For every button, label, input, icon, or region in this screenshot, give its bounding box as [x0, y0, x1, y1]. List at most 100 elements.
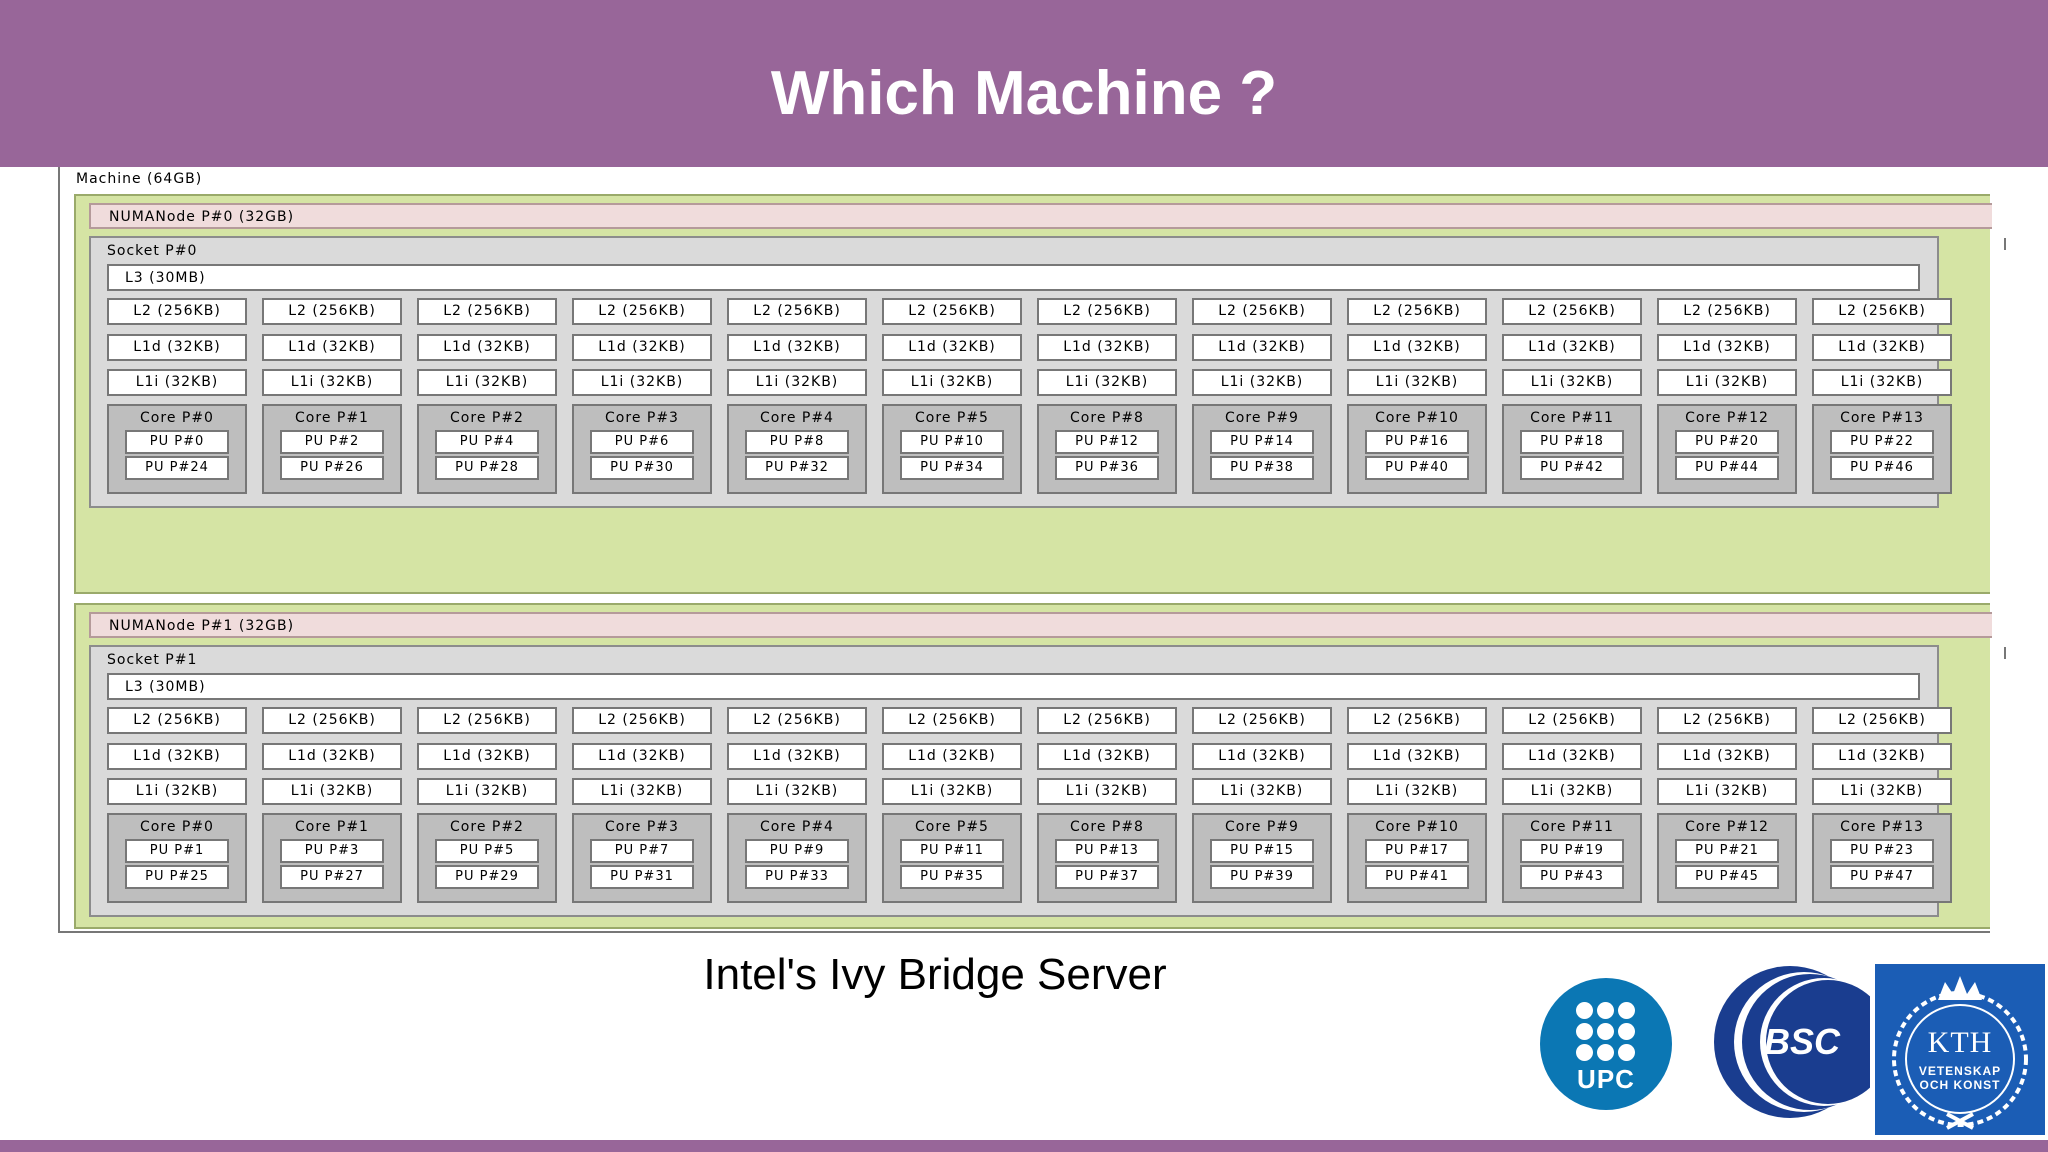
l1d-cache: L1d (32KB)	[1347, 743, 1487, 770]
l2-cache: L2 (256KB)	[1502, 298, 1642, 325]
l2-cache: L2 (256KB)	[417, 707, 557, 734]
l1i-cache: L1i (32KB)	[1657, 369, 1797, 396]
pu-box: PU P#15	[1210, 839, 1314, 863]
l1i-cache: L1i (32KB)	[727, 778, 867, 805]
l1d-cache: L1d (32KB)	[1192, 334, 1332, 361]
pu-box: PU P#22	[1830, 430, 1934, 454]
pu-box: PU P#25	[125, 865, 229, 889]
l1i-cache: L1i (32KB)	[1347, 369, 1487, 396]
pu-box: PU P#37	[1055, 865, 1159, 889]
l1d-cache: L1d (32KB)	[1037, 743, 1177, 770]
pu-box: PU P#24	[125, 456, 229, 480]
machine-label: Machine (64GB)	[76, 171, 203, 187]
pu-box: PU P#8	[745, 430, 849, 454]
l1i-cache: L1i (32KB)	[1812, 778, 1952, 805]
l1i-cache: L1i (32KB)	[1657, 778, 1797, 805]
l1d-cache: L1d (32KB)	[107, 743, 247, 770]
pu-box: PU P#41	[1365, 865, 1469, 889]
pu-box: PU P#43	[1520, 865, 1624, 889]
l2-cache: L2 (256KB)	[262, 298, 402, 325]
core-label: Core P#12	[1685, 410, 1769, 426]
pu-box: PU P#9	[745, 839, 849, 863]
socket-edge-mark	[2004, 647, 2006, 659]
pu-box: PU P#1	[125, 839, 229, 863]
l1d-cache: L1d (32KB)	[417, 334, 557, 361]
pu-box: PU P#10	[900, 430, 1004, 454]
l1d-cache: L1d (32KB)	[1657, 743, 1797, 770]
numa-label: NUMANode P#1 (32GB)	[109, 618, 295, 634]
core-label: Core P#11	[1530, 819, 1614, 835]
core-label: Core P#0	[140, 819, 214, 835]
core-label: Core P#12	[1685, 819, 1769, 835]
l2-cache: L2 (256KB)	[1037, 298, 1177, 325]
core-label: Core P#1	[295, 410, 369, 426]
l1i-cache: L1i (32KB)	[1192, 369, 1332, 396]
core-label: Core P#8	[1070, 410, 1144, 426]
core-label: Core P#5	[915, 819, 989, 835]
pu-box: PU P#26	[280, 456, 384, 480]
l1i-cache: L1i (32KB)	[417, 369, 557, 396]
pu-box: PU P#28	[435, 456, 539, 480]
core-label: Core P#0	[140, 410, 214, 426]
l1d-cache: L1d (32KB)	[262, 334, 402, 361]
pu-box: PU P#47	[1830, 865, 1934, 889]
kth-seal-icon	[1892, 976, 2028, 1130]
pu-box: PU P#19	[1520, 839, 1624, 863]
pu-box: PU P#30	[590, 456, 694, 480]
l1d-cache: L1d (32KB)	[262, 743, 402, 770]
l1i-cache: L1i (32KB)	[1037, 778, 1177, 805]
l1i-cache: L1i (32KB)	[572, 778, 712, 805]
l1i-cache: L1i (32KB)	[1192, 778, 1332, 805]
l2-cache: L2 (256KB)	[1812, 707, 1952, 734]
l2-cache: L2 (256KB)	[882, 707, 1022, 734]
slide-title: Which Machine ?	[770, 59, 1278, 128]
l2-cache: L2 (256KB)	[1037, 707, 1177, 734]
l1i-cache: L1i (32KB)	[107, 778, 247, 805]
pu-box: PU P#42	[1520, 456, 1624, 480]
l1d-cache: L1d (32KB)	[417, 743, 557, 770]
numa-label-bar: NUMANode P#0 (32GB)	[89, 203, 1992, 229]
l1d-cache: L1d (32KB)	[727, 743, 867, 770]
machine-box	[58, 167, 1990, 933]
pu-box: PU P#6	[590, 430, 694, 454]
l2-cache: L2 (256KB)	[1657, 707, 1797, 734]
pu-box: PU P#17	[1365, 839, 1469, 863]
l2-cache: L2 (256KB)	[572, 298, 712, 325]
socket: Socket P#1 L3 (30MB) L2 (256KB)L1d (32KB…	[89, 645, 1952, 917]
pu-box: PU P#35	[900, 865, 1004, 889]
slide-caption: Intel's Ivy Bridge Server	[703, 950, 1167, 999]
l1d-cache: L1d (32KB)	[572, 334, 712, 361]
core-label: Core P#4	[760, 819, 834, 835]
l1i-cache: L1i (32KB)	[727, 369, 867, 396]
l3-label: L3 (30MB)	[125, 270, 206, 286]
l2-cache: L2 (256KB)	[1347, 707, 1487, 734]
l3-cache: L3 (30MB)	[107, 673, 1920, 700]
bsc-logo: BSC	[1714, 966, 1870, 1118]
l1d-cache: L1d (32KB)	[882, 334, 1022, 361]
l1i-cache: L1i (32KB)	[882, 778, 1022, 805]
l1d-cache: L1d (32KB)	[1657, 334, 1797, 361]
numa-label-bar: NUMANode P#1 (32GB)	[89, 612, 1992, 638]
pu-box: PU P#44	[1675, 456, 1779, 480]
l1d-cache: L1d (32KB)	[107, 334, 247, 361]
l1d-cache: L1d (32KB)	[882, 743, 1022, 770]
pu-box: PU P#40	[1365, 456, 1469, 480]
pu-box: PU P#11	[900, 839, 1004, 863]
bsc-logo-text: BSC	[1764, 1021, 1841, 1062]
pu-box: PU P#2	[280, 430, 384, 454]
footer-bar	[0, 1140, 2048, 1152]
l1i-cache: L1i (32KB)	[1347, 778, 1487, 805]
core-label: Core P#4	[760, 410, 834, 426]
l2-cache: L2 (256KB)	[727, 707, 867, 734]
